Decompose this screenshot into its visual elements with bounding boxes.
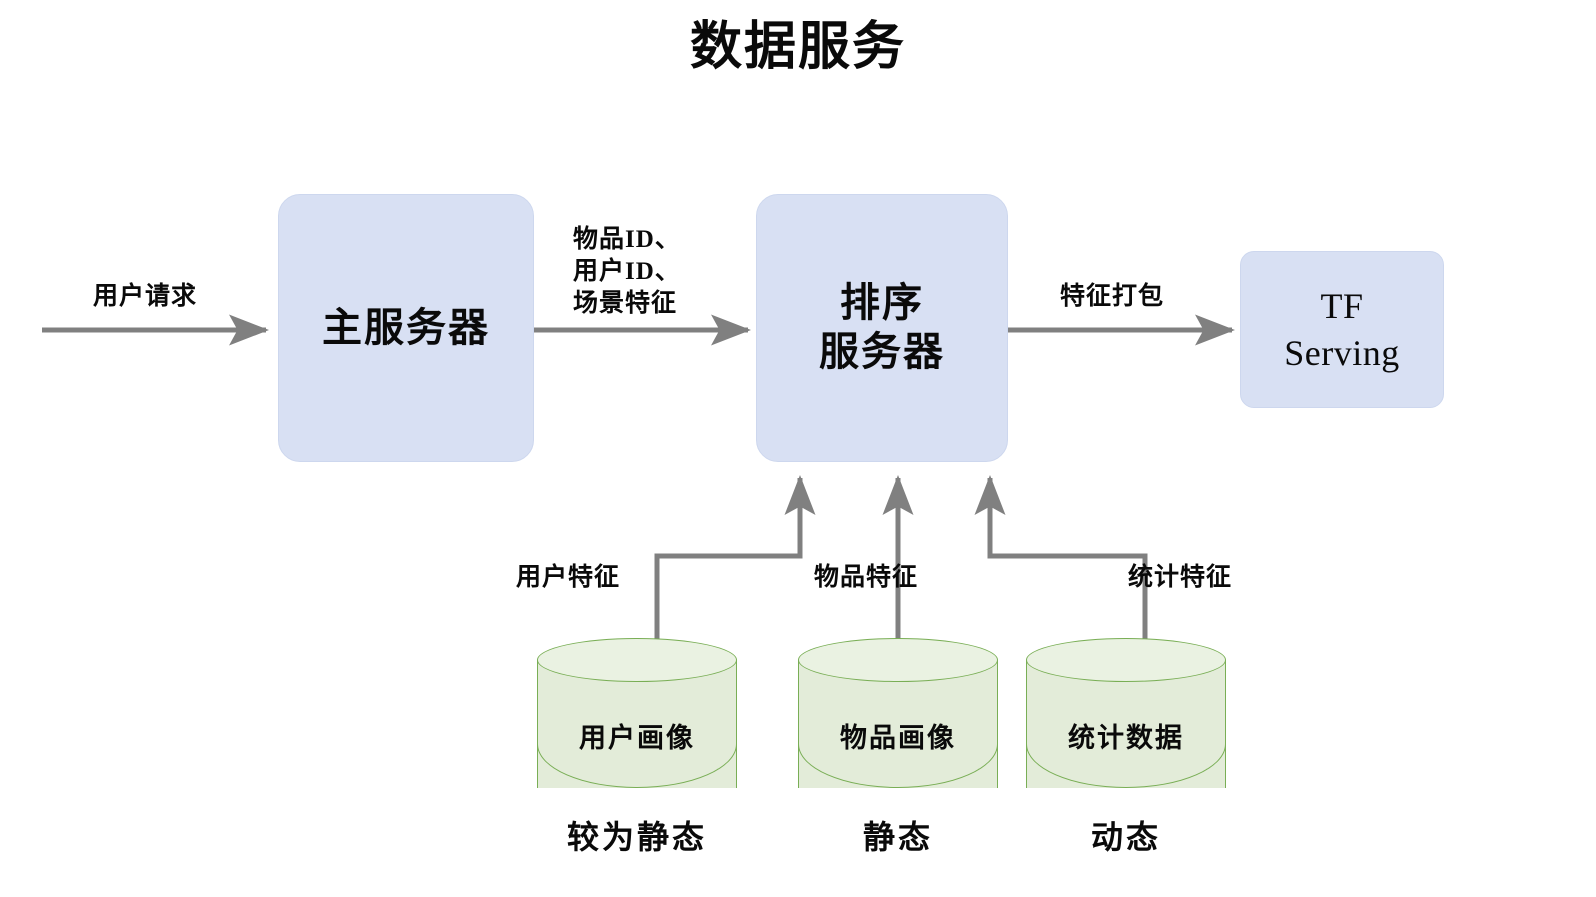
node-item-profile-db[interactable]: 物品画像 <box>798 638 998 810</box>
edge-label-item-features: 物品特征 <box>814 564 919 591</box>
edge-label-feature-packing: 特征打包 <box>1060 283 1165 310</box>
caption-stat-data-db: 动态 <box>1090 819 1161 855</box>
node-main-server-label: 主服务器 <box>322 304 490 350</box>
caption-user-profile-db: 较为静态 <box>566 819 707 855</box>
node-rank-server-label: 排序 服务器 <box>819 280 945 374</box>
edge-label-ids-and-scene: 物品ID、 用户ID、 场景特征 <box>573 226 681 317</box>
cylinder-top-ellipse <box>1026 638 1226 682</box>
node-tf-serving-label: TF Serving <box>1284 285 1400 373</box>
arrow-user-profile-to-rank-server <box>654 475 816 640</box>
edge-label-stat-features: 统计特征 <box>1128 564 1233 591</box>
node-rank-server[interactable]: 排序 服务器 <box>756 194 1008 462</box>
node-user-profile-db-label: 用户画像 <box>579 723 695 753</box>
caption-item-profile-db: 静态 <box>862 819 933 855</box>
node-main-server[interactable]: 主服务器 <box>278 194 534 462</box>
node-user-profile-db[interactable]: 用户画像 <box>537 638 737 810</box>
node-item-profile-db-label: 物品画像 <box>840 723 956 753</box>
node-stat-data-db-label: 统计数据 <box>1068 723 1184 753</box>
cylinder-top-ellipse <box>798 638 998 682</box>
cylinder-top-ellipse <box>537 638 737 682</box>
edge-label-user-features: 用户特征 <box>516 564 621 591</box>
node-tf-serving[interactable]: TF Serving <box>1240 251 1444 408</box>
node-stat-data-db[interactable]: 统计数据 <box>1026 638 1226 810</box>
edge-label-user-request: 用户请求 <box>93 283 198 310</box>
page-title: 数据服务 <box>689 19 906 76</box>
arrow-stat-data-to-rank-server <box>974 475 1148 640</box>
